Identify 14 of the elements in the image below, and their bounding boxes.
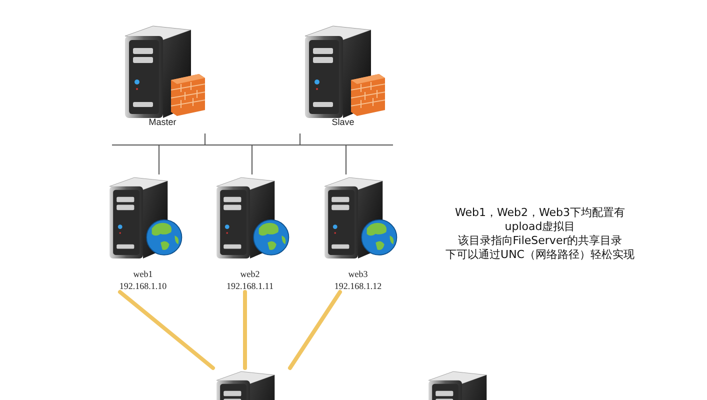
server-name: web3	[348, 268, 368, 280]
cable-line	[288, 290, 342, 370]
server-name: Slave	[332, 116, 354, 128]
note-text: Web1，Web2，Web3下均配置有upload虚拟目	[454, 206, 626, 234]
server-name: web1	[133, 268, 153, 280]
cable-line	[118, 290, 215, 370]
ip-address: 192.168.1.10	[119, 280, 167, 292]
ip-address: 192.168.1.11	[226, 280, 274, 292]
note-text: 下可以通过UNC（网络路径）轻松实现	[444, 248, 636, 262]
note-text: 该目录指向FileServer的共享目录	[456, 234, 624, 248]
server-name: web2	[240, 268, 260, 280]
server-name: Master	[148, 116, 176, 128]
ip-address: 192.168.1.12	[334, 280, 382, 292]
cable-line	[243, 290, 247, 370]
